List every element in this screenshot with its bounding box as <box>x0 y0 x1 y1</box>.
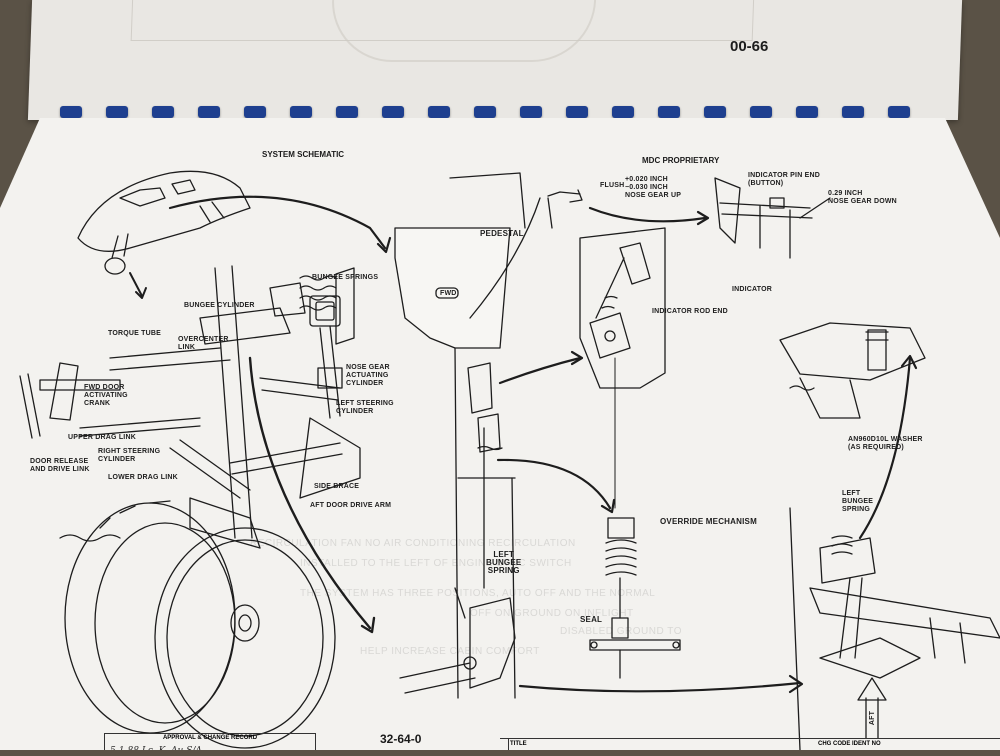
approval-signature: 5-1-88 Lc. K. Au S/A <box>110 746 202 756</box>
label-indicator-rod-end: INDICATOR ROD END <box>652 308 728 315</box>
title-divider <box>508 739 509 750</box>
binder-ring <box>842 106 864 118</box>
top-page-number: 00-66 <box>730 38 769 55</box>
indicator-mechanism <box>579 227 681 679</box>
approval-change-record: APPROVAL & CHANGE RECORD <box>104 733 316 750</box>
label-bungee-cylinder: BUNGEE CYLINDER <box>184 302 255 309</box>
label-fwd-door-activating-crank: FWD DOOR ACTIVATING CRANK <box>84 384 128 407</box>
flow-arrow <box>168 195 387 250</box>
binder-ring <box>290 106 312 118</box>
label-door-release-drive-link: DOOR RELEASE AND DRIVE LINK <box>30 458 90 473</box>
label-torque-tube: TORQUE TUBE <box>108 330 162 337</box>
binder-ring <box>612 106 634 118</box>
label-bungee-springs: BUNGEE SPRINGS <box>312 274 379 281</box>
label-aft: AFT <box>869 710 877 726</box>
schematic-page: THE SYSTEM HAS THREE POSITIONS, AUTO OFF… <box>0 118 1000 750</box>
bleed-through-text: RECIRCULATION FAN NO AIR CONDITIONING RE… <box>250 538 576 549</box>
flow-arrow <box>518 681 802 693</box>
label-fwd: FWD <box>440 290 457 297</box>
watermark-seal <box>329 0 597 62</box>
bleed-through-text: HELP INCREASE CABIN COMFORT <box>360 646 540 657</box>
pedestal <box>394 172 541 699</box>
bleed-through-text: DISABLED GROUND TO <box>560 626 682 637</box>
binder-ring <box>704 106 726 118</box>
header-mdc-proprietary: MDC PROPRIETARY <box>642 156 720 165</box>
label-right-steering-cylinder: RIGHT STEERING CYLINDER <box>98 448 161 463</box>
binder-ring <box>796 106 818 118</box>
washer-detail <box>779 322 926 419</box>
label-indicator: INDICATOR <box>732 286 773 293</box>
label-left-bungee-spring-right: LEFT BUNGEE SPRING <box>842 490 874 513</box>
binder-ring <box>198 106 220 118</box>
binder-ring <box>658 106 680 118</box>
nose-landing-gear <box>19 265 361 749</box>
label-overcenter-link: OVERCENTER LINK <box>178 336 229 351</box>
label-nose-gear-actuating-cylinder: NOSE GEAR ACTUATING CYLINDER <box>346 364 390 387</box>
label-left-steering-cylinder: LEFT STEERING CYLINDER <box>336 400 394 415</box>
footer-document-code: 32-64-0 <box>380 732 422 746</box>
label-an960-washer: AN960D10L WASHER (AS REQUIRED) <box>848 436 923 451</box>
flow-arrow <box>588 206 707 223</box>
label-upper-drag-link: UPPER DRAG LINK <box>68 434 136 441</box>
label-flush: FLUSH <box>600 182 625 189</box>
title-box-codes: CHG CODE IDENT NO <box>818 741 881 747</box>
binder-ring <box>244 106 266 118</box>
label-lower-drag-link: LOWER DRAG LINK <box>108 474 178 481</box>
flow-arrow <box>858 356 912 540</box>
binder-ring <box>382 106 404 118</box>
title-block: TITLE CHG CODE IDENT NO <box>500 738 1000 750</box>
binder-rings <box>60 102 940 124</box>
aircraft-nose-inset <box>77 170 251 299</box>
flow-arrow <box>498 356 582 385</box>
label-flush-tolerance: +0.020 INCH −0.030 INCH NOSE GEAR UP <box>625 176 682 199</box>
flow-arrow <box>496 458 612 510</box>
binder-ring <box>750 106 772 118</box>
flush-indicator-detail <box>547 189 583 229</box>
binder-ring <box>566 106 588 118</box>
label-left-bungee-spring-center: LEFT BUNGEE SPRING <box>486 550 522 575</box>
label-indicator-pin-end: INDICATOR PIN END (BUTTON) <box>748 172 820 187</box>
bungee-spring-detail <box>789 507 1000 750</box>
binder-ring <box>336 106 358 118</box>
label-nose-gear-down: 0.29 INCH NOSE GEAR DOWN <box>828 190 897 205</box>
label-side-brace: SIDE BRACE <box>314 483 360 490</box>
header-system-schematic: SYSTEM SCHEMATIC <box>262 150 345 159</box>
flow-arrow <box>248 356 372 630</box>
title-label: TITLE <box>510 741 527 747</box>
approval-label: APPROVAL & CHANGE RECORD <box>162 735 258 741</box>
bleed-through-text: OFF ON GROUND ON INFLIGHT <box>470 608 634 619</box>
binder-ring <box>520 106 542 118</box>
label-seal: SEAL <box>580 615 603 624</box>
label-pedestal: PEDESTAL <box>480 229 524 238</box>
bleed-through-text: THE SYSTEM HAS THREE POSITIONS, AUTO OFF… <box>300 588 656 599</box>
binder-ring <box>474 106 496 118</box>
label-aft-door-drive-arm: AFT DOOR DRIVE ARM <box>310 502 392 509</box>
bleed-through-text: INSTALLED TO THE LEFT OF ENGINE SYNC SWI… <box>300 558 572 569</box>
binder-ring <box>106 106 128 118</box>
binder-ring <box>60 106 82 118</box>
binder-ring <box>152 106 174 118</box>
label-override-mechanism: OVERRIDE MECHANISM <box>660 517 757 526</box>
indicator-pin-detail <box>714 177 831 259</box>
schematic-drawing <box>19 170 1000 750</box>
binder-ring <box>888 106 910 118</box>
binder-ring <box>428 106 450 118</box>
